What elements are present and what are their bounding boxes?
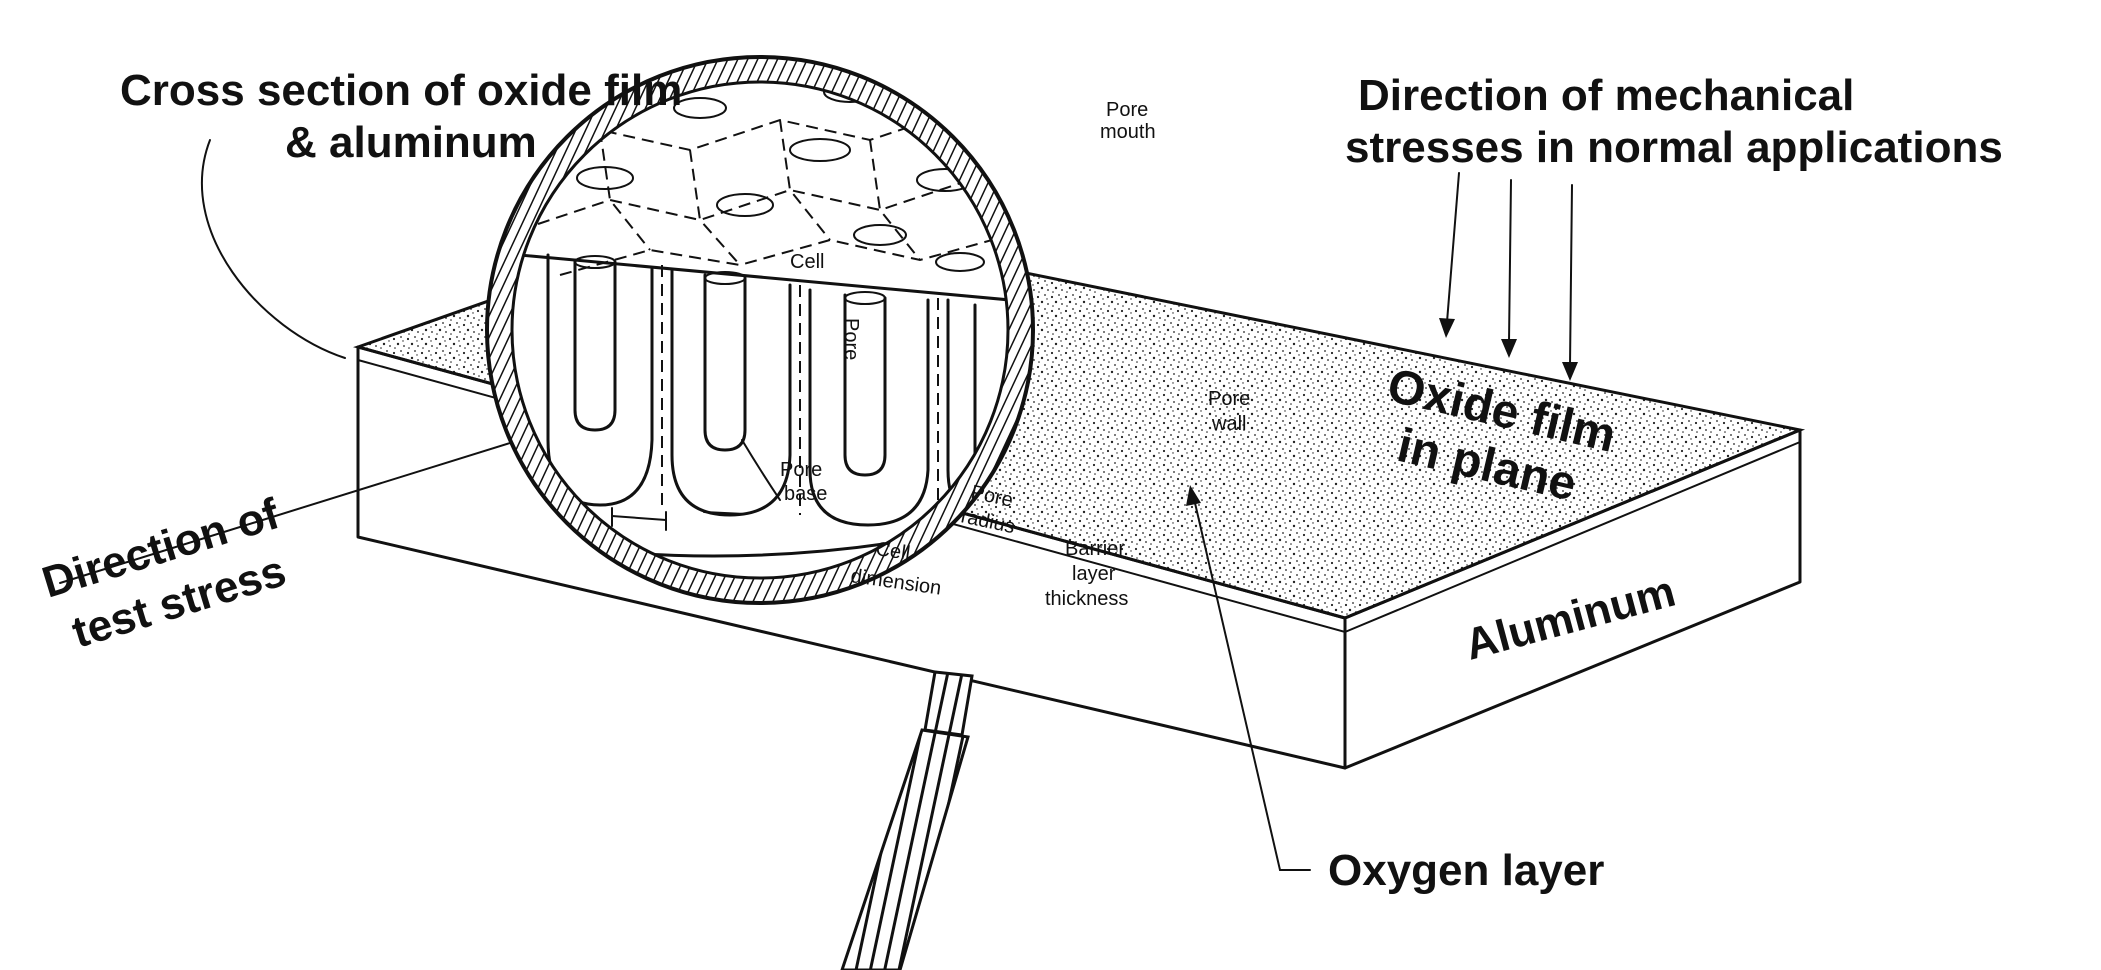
label-barrier-1: Barrier (1065, 538, 1125, 560)
label-cell-dimension-1: Cell (874, 538, 911, 565)
label-oxygen-layer: Oxygen layer (1328, 846, 1604, 895)
mechanical-stress-arrows (1439, 172, 1578, 381)
oxygen-leader (1186, 485, 1311, 871)
label-pore-mouth-2: mouth (1100, 121, 1156, 143)
label-cross-section-1: Cross section of oxide film (120, 66, 682, 115)
magnifier-handle (840, 670, 974, 970)
label-aluminum: Aluminum (1460, 567, 1680, 670)
label-pore-vertical: Pore (840, 318, 862, 360)
label-barrier-2: layer (1072, 563, 1116, 585)
label-pore-base-1: Pore (780, 459, 822, 481)
handle-grip (840, 728, 970, 970)
label-mechanical-2: stresses in normal applications (1345, 123, 2003, 172)
label-mechanical-1: Direction of mechanical (1358, 71, 1854, 120)
label-cell: Cell (790, 251, 824, 273)
label-pore-wall-1: Pore (1208, 388, 1250, 410)
slab-side-face (1343, 428, 1802, 770)
label-cell-dimension-2: dimension (849, 565, 942, 599)
label-barrier-3: thickness (1045, 588, 1128, 610)
label-pore-mouth-1: Pore (1106, 99, 1148, 121)
magnifier-lens (485, 55, 1035, 605)
label-pore-base-2: base (784, 483, 827, 505)
label-cross-section-2: & aluminum (285, 118, 537, 167)
handle-neck (923, 670, 974, 737)
label-pore-wall-2: wall (1211, 413, 1246, 435)
